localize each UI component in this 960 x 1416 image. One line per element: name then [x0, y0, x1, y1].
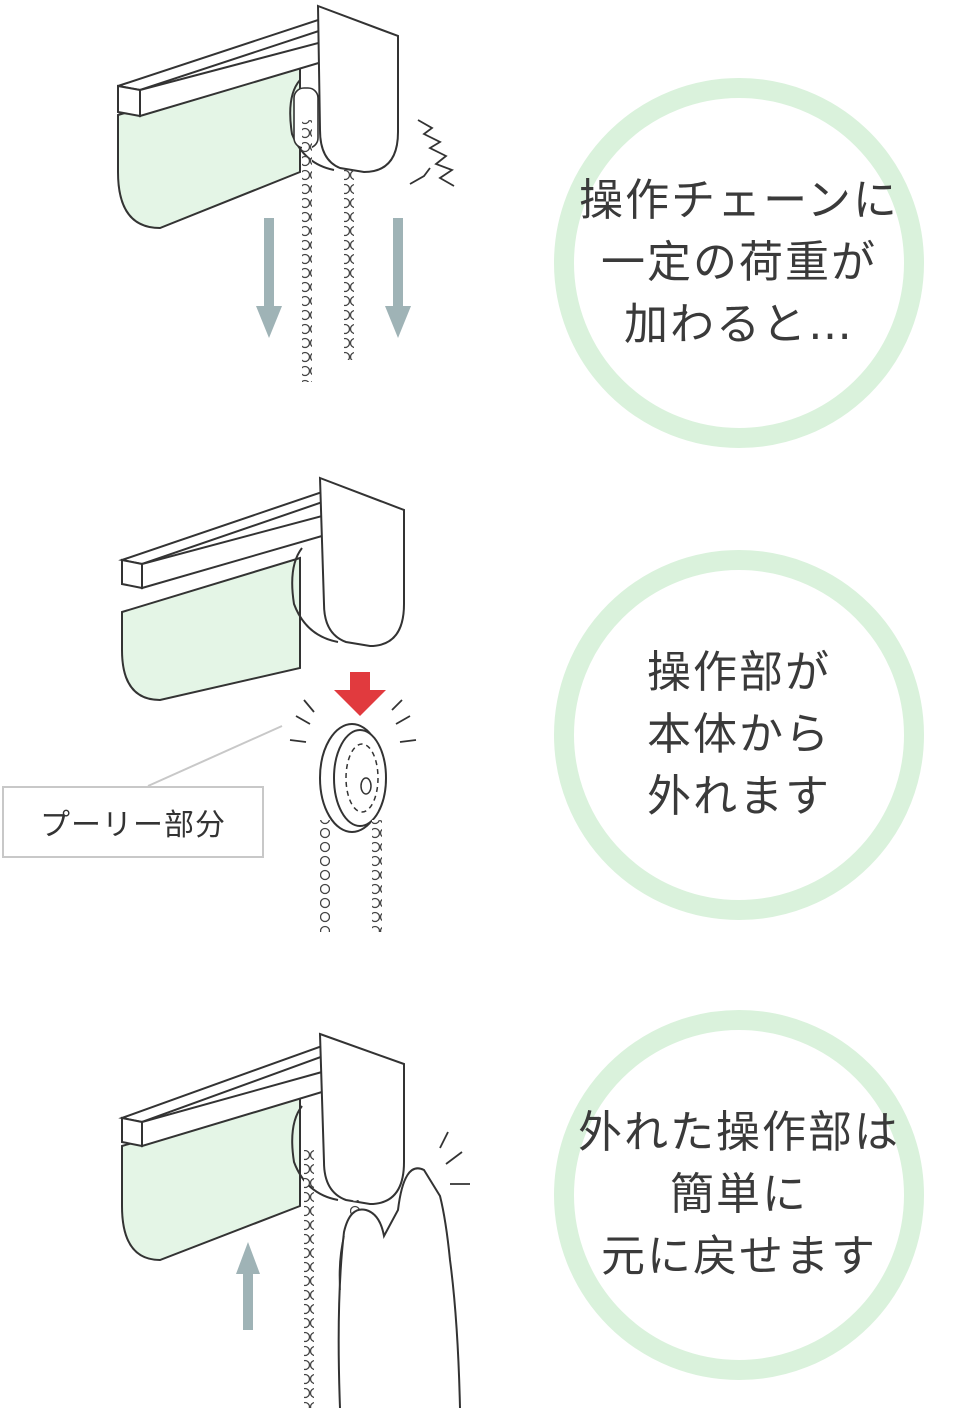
up-arrow-icon	[236, 1242, 260, 1330]
step2-line-1: 操作部が	[647, 647, 831, 698]
step2-description-text: 操作部が 本体から 外れます	[647, 642, 831, 828]
step3-line-3: 元に戻せます	[601, 1231, 877, 1282]
bead-chain-icon	[320, 820, 382, 932]
step1-line-1: 操作チェーンに	[579, 175, 899, 226]
step3-blind-illustration	[118, 1032, 470, 1409]
label-leader-line	[147, 725, 283, 787]
step3-line-1: 外れた操作部は	[578, 1107, 900, 1158]
down-arrow-icon	[385, 218, 411, 338]
step3-description-text: 外れた操作部は 簡単に 元に戻せます	[578, 1102, 900, 1288]
hand-icon	[337, 1167, 461, 1409]
roller-blind-icon	[118, 1032, 405, 1262]
step2-line-3: 外れます	[647, 771, 831, 822]
roller-blind-icon	[118, 476, 405, 702]
step2-description-circle: 操作部が 本体から 外れます	[554, 550, 924, 920]
step1-description-circle: 操作チェーンに 一定の荷重が 加わると…	[554, 78, 924, 448]
bead-chain-icon	[302, 120, 354, 382]
step2-blind-illustration	[118, 476, 417, 932]
red-down-arrow-icon	[334, 672, 386, 716]
down-arrow-icon	[256, 218, 282, 338]
impact-lines-icon	[289, 699, 417, 743]
pulley-label-box: プーリー部分	[2, 786, 264, 858]
pulley-label: プーリー部分	[40, 808, 226, 843]
roller-blind-icon	[117, 4, 399, 230]
step1-line-2: 一定の荷重が	[601, 237, 877, 288]
pulley-icon	[319, 723, 387, 833]
step1-blind-illustration	[117, 4, 455, 382]
step3-description-circle: 外れた操作部は 簡単に 元に戻せます	[554, 1010, 924, 1380]
step1-description-text: 操作チェーンに 一定の荷重が 加わると…	[579, 170, 899, 356]
impact-lines-icon	[409, 119, 455, 187]
step1-line-3: 加わると…	[624, 299, 854, 350]
step3-line-2: 簡単に	[670, 1169, 808, 1220]
step2-line-2: 本体から	[647, 709, 831, 760]
impact-lines-icon	[439, 1131, 470, 1185]
